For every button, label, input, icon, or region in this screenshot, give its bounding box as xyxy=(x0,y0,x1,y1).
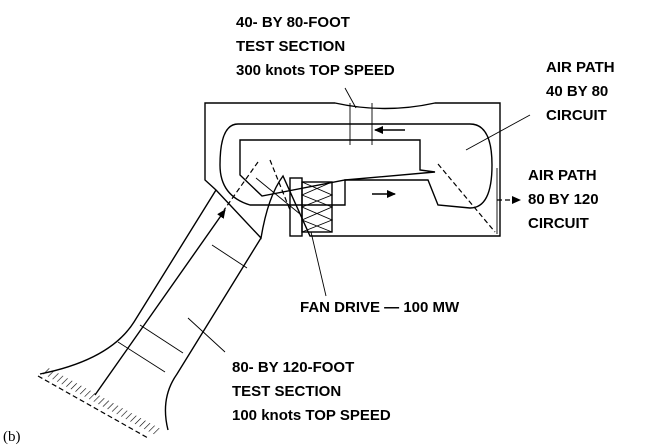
inlet-louver-left xyxy=(223,161,259,211)
tunnel-outer-wall xyxy=(204,102,501,240)
test-section-80x120-leader xyxy=(187,317,226,353)
inlet-louver-mid xyxy=(269,159,291,211)
panel-label: (b) xyxy=(3,429,21,445)
fan-drive xyxy=(289,177,334,237)
air-path-40x80-label: AIR PATH 40 BY 80 CIRCUIT xyxy=(546,59,619,124)
inner-return-loop xyxy=(219,123,493,209)
fan-drive-pointer xyxy=(310,231,327,297)
air-path-80x120-label: AIR PATH 80 BY 120 CIRCUIT xyxy=(528,167,603,232)
exhaust-louver xyxy=(437,163,496,233)
test-section-40x80-leader xyxy=(344,87,357,109)
airflow-leg-arrow xyxy=(94,209,226,396)
leg-80x120 xyxy=(39,177,301,431)
air-path-40x80-leader xyxy=(465,114,531,151)
inner-island xyxy=(239,139,436,197)
fan-drive-label: FAN DRIVE — 100 MW xyxy=(300,299,460,316)
test-section-40x80-label: 40- BY 80-FOOT TEST SECTION 300 knots TO… xyxy=(236,14,395,79)
test-section-80x120-label: 80- BY 120-FOOT TEST SECTION 100 knots T… xyxy=(232,359,391,424)
inlet-screen-edge xyxy=(37,375,149,439)
inlet-screen xyxy=(42,366,160,436)
